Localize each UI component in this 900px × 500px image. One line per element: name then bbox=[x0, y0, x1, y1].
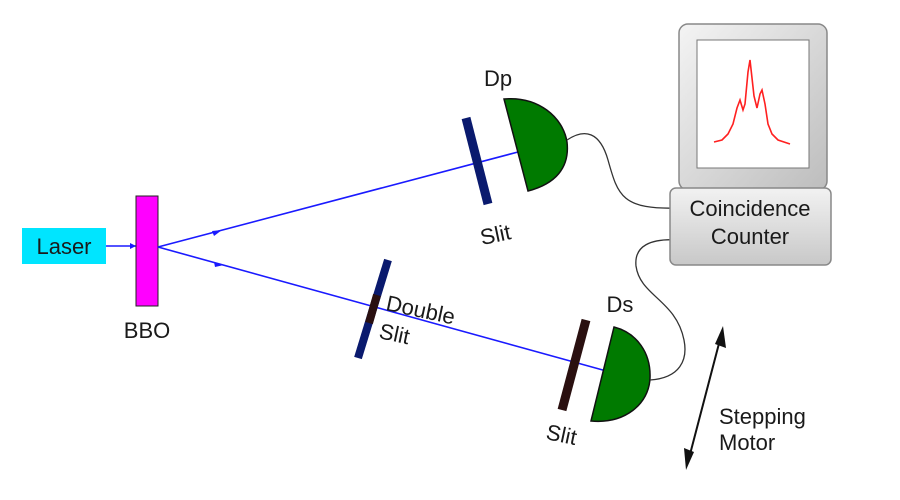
beam-arrow-upper bbox=[212, 230, 222, 236]
stepping-motor-arrow bbox=[684, 326, 726, 470]
coincidence-counter bbox=[669, 187, 832, 266]
upper-slit-label: Slit bbox=[478, 219, 513, 250]
monitor bbox=[678, 23, 828, 191]
coincidence-label: Coincidence bbox=[689, 196, 810, 221]
stepping-label: Stepping bbox=[719, 404, 806, 429]
ds-detector bbox=[590, 326, 651, 422]
signal-trace bbox=[713, 59, 791, 145]
beam-arrow-laser bbox=[130, 243, 136, 249]
cable-ds bbox=[635, 239, 686, 381]
laser-label: Laser bbox=[36, 234, 91, 259]
dp-label: Dp bbox=[484, 66, 512, 91]
cable-dp bbox=[566, 132, 681, 209]
beam-arrow-lower bbox=[214, 262, 224, 267]
dp-detector bbox=[503, 98, 569, 192]
bbo-crystal bbox=[135, 195, 159, 307]
double-slit-label: Slit bbox=[377, 318, 412, 349]
motor-label: Motor bbox=[719, 430, 775, 455]
bbo-label: BBO bbox=[124, 318, 170, 343]
ds-label: Ds bbox=[607, 292, 634, 317]
lower-beam bbox=[157, 246, 611, 373]
upper-slit bbox=[461, 116, 493, 206]
counter-label: Counter bbox=[711, 224, 789, 249]
double-slit bbox=[354, 258, 392, 360]
upper-beam bbox=[157, 151, 519, 248]
lower-slit-label: Slit bbox=[544, 419, 579, 450]
laser-box bbox=[22, 228, 106, 264]
lower-slit bbox=[557, 318, 591, 412]
